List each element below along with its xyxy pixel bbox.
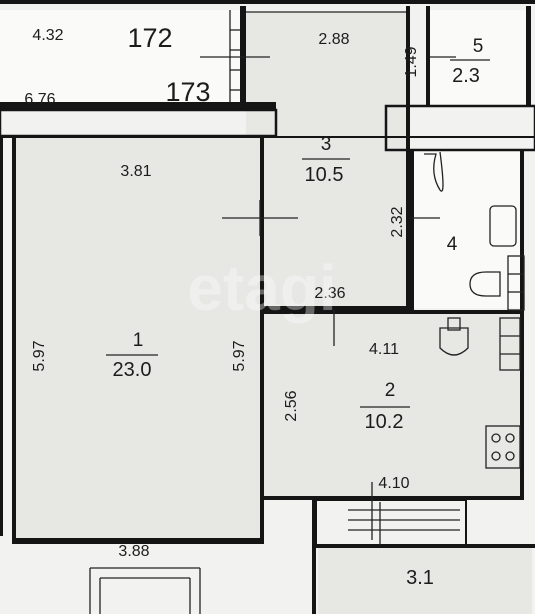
- apartment-number-173: 173: [165, 77, 210, 107]
- tap-icon: [447, 317, 461, 331]
- toilet-icon: [469, 271, 501, 297]
- room-5-floor: [430, 10, 526, 106]
- neighbour-apartments-area: [0, 10, 240, 102]
- balcony-area: 3.1: [406, 567, 434, 589]
- watermark-logo: etagi: [187, 252, 336, 324]
- room-2-floor: [262, 314, 520, 498]
- kitchen-sink-icon: [439, 327, 469, 356]
- bathtub-icon: [424, 151, 444, 192]
- stair-lines: [89, 10, 460, 614]
- dimension-label: 2.88: [318, 31, 349, 48]
- dimension-label: 3.81: [120, 163, 151, 180]
- dimension-label: 2.36: [314, 285, 345, 302]
- dimension-label: 4.10: [378, 475, 409, 492]
- room-3-number: 3: [321, 134, 332, 155]
- room-4-number: 4: [447, 234, 458, 255]
- room-2-number: 2: [385, 380, 396, 401]
- room-2-area: 10.2: [365, 411, 404, 433]
- dimension-label: 2.56: [283, 390, 300, 421]
- apartment-number-172: 172: [127, 23, 172, 53]
- dimension-label: 6.76: [24, 91, 55, 108]
- room-4-floor: [414, 150, 520, 308]
- room-1-number: 1: [133, 330, 144, 351]
- room-5-area: 2.3: [452, 65, 480, 87]
- door-marks: [200, 56, 456, 540]
- balcony-floor: [318, 548, 532, 614]
- room-5-number: 5: [473, 36, 484, 57]
- room-1-area: 23.0: [113, 359, 152, 381]
- sink-icon: [489, 205, 517, 247]
- room-1-floor: [16, 136, 260, 540]
- dimension-label: 5.97: [31, 340, 48, 371]
- dimension-label: 2.32: [389, 206, 406, 237]
- dimension-label: 4.11: [369, 341, 399, 358]
- dimension-label: 1.49: [403, 46, 420, 77]
- dimension-label: 5.97: [231, 340, 248, 371]
- dimension-label: 4.32: [32, 27, 63, 44]
- dimension-label: 3.88: [118, 543, 149, 560]
- stove-icon: [485, 425, 521, 469]
- room-3-area: 10.5: [305, 164, 344, 186]
- shelving-icon: [499, 255, 525, 371]
